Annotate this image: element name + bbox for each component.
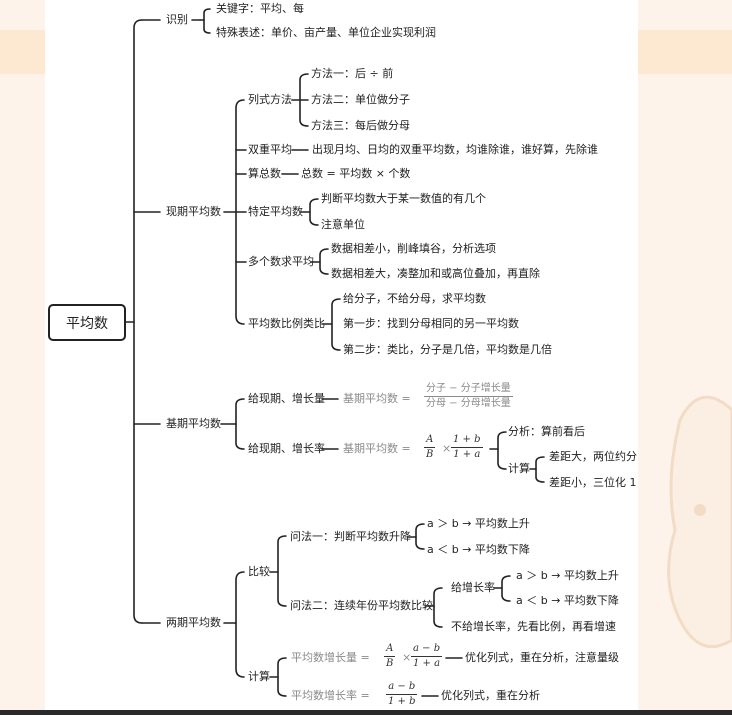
formula-fraction-a-b-2: A B [384, 643, 396, 670]
fraction-denominator: 1 + a [453, 449, 481, 460]
node-bili-1: 给分子，不给分母，求平均数 [343, 292, 486, 305]
node-teding-1: 判断平均数大于某一数值的有几个 [321, 192, 486, 205]
node-keyword: 关键字：平均、每 [216, 2, 304, 15]
node-xianqi: 现期平均数 [166, 205, 221, 218]
node-gei-a: a ＞ b → 平均数上升 [516, 569, 619, 582]
node-shibie: 识别 [166, 13, 188, 26]
times-sign: × [442, 442, 452, 455]
formula-jiqi-zzl-fraction: 分子 − 分子增长量 分母 − 分母增长量 [424, 383, 513, 410]
node-wen1-b: a ＜ b → 平均数下降 [427, 543, 530, 556]
node-f1-desc: 优化列式，重在分析，注意量级 [465, 651, 619, 664]
node-duoge: 多个数求平均 [248, 255, 314, 268]
node-jiqi-zzl: 给现期、增长量 [248, 392, 325, 405]
fraction-numerator: 1 + b [451, 434, 483, 448]
node-teding-2: 注意单位 [321, 218, 365, 231]
node-wen1-a: a ＞ b → 平均数上升 [427, 517, 530, 530]
formula-jiqi-zzr-lhs: 基期平均数 = [343, 442, 411, 455]
node-method-1: 方法一：后 ÷ 前 [311, 67, 394, 80]
bottom-border [0, 710, 732, 715]
node-jiqi: 基期平均数 [166, 417, 221, 430]
formula-fraction-growth: 1 + b 1 + a [451, 434, 483, 461]
formula-jiqi-zzl-lhs: 基期平均数 = [343, 392, 411, 405]
node-special-terms: 特殊表述：单价、亩产量、单位企业实现利润 [216, 26, 436, 39]
node-teding: 特定平均数 [248, 205, 303, 218]
fraction-denominator: B [386, 658, 394, 669]
fraction-denominator: 1 + a [413, 658, 441, 669]
fraction-denominator: 1 + b [388, 696, 416, 707]
node-shuangchong: 双重平均 [248, 143, 292, 156]
node-suanzong: 算总数 [248, 167, 281, 180]
formula-growth-rate-lhs: 平均数增长率 = [291, 689, 370, 702]
node-bijiao: 比较 [248, 565, 270, 578]
node-jisuan-2: 差距小，三位化 1 [549, 476, 637, 489]
fraction-denominator: 分母 − 分母增长量 [426, 398, 511, 409]
node-fenxi: 分析：算前看后 [508, 425, 585, 438]
fraction-numerator: 分子 − 分子增长量 [424, 383, 513, 397]
formula-growth-amount-lhs: 平均数增长量 = [291, 651, 370, 664]
node-liangqi-jisuan: 计算 [248, 670, 270, 683]
node-lieshi: 列式方法 [248, 93, 292, 106]
formula-fraction-a-b: A B [424, 434, 436, 461]
node-method-2: 方法二：单位做分子 [311, 93, 410, 106]
decorative-mascot-watermark [667, 395, 732, 649]
node-wen1: 问法一：判断平均数升降 [290, 530, 411, 543]
fraction-numerator: A [424, 434, 436, 448]
node-bili: 平均数比例类比 [248, 317, 325, 330]
node-jiqi-zzr: 给现期、增长率 [248, 442, 325, 455]
node-duoge-1: 数据相差小，削峰填谷，分析选项 [331, 242, 496, 255]
node-gei-b: a ＜ b → 平均数下降 [516, 594, 619, 607]
node-f2-desc: 优化列式，重在分析 [441, 689, 540, 702]
root-node: 平均数 [48, 304, 126, 341]
fraction-numerator: a − b [411, 643, 443, 657]
formula-fraction-rate: a − b 1 + b [386, 681, 418, 708]
node-duoge-2: 数据相差大，凑整加和或高位叠加，再直除 [331, 267, 540, 280]
node-wen2: 问法二：连续年份平均数比较 [290, 599, 433, 612]
fraction-numerator: a − b [386, 681, 418, 695]
node-bili-2: 第一步：找到分母相同的另一平均数 [343, 317, 519, 330]
mindmap-canvas [45, 0, 638, 715]
formula-fraction-a-minus-b: a − b 1 + a [411, 643, 443, 670]
node-gei: 给增长率 [451, 581, 495, 594]
node-jiqi-jisuan: 计算 [508, 462, 530, 475]
node-bugei: 不给增长率，先看比例，再看增速 [451, 620, 616, 633]
fraction-numerator: A [384, 643, 396, 657]
node-method-3: 方法三：每后做分母 [311, 119, 410, 132]
left-margin-background [0, 0, 45, 715]
node-jisuan-1: 差距大，两位约分 [549, 450, 637, 463]
node-liangqi: 两期平均数 [166, 616, 221, 629]
node-suanzong-desc: 总数 = 平均数 × 个数 [301, 167, 411, 180]
fraction-denominator: B [426, 449, 434, 460]
node-bili-3: 第二步：类比，分子是几倍，平均数是几倍 [343, 343, 552, 356]
times-sign-2: × [402, 651, 412, 664]
node-shuangchong-desc: 出现月均、日均的双重平均数，均谁除谁，谁好算，先除谁 [312, 143, 598, 156]
